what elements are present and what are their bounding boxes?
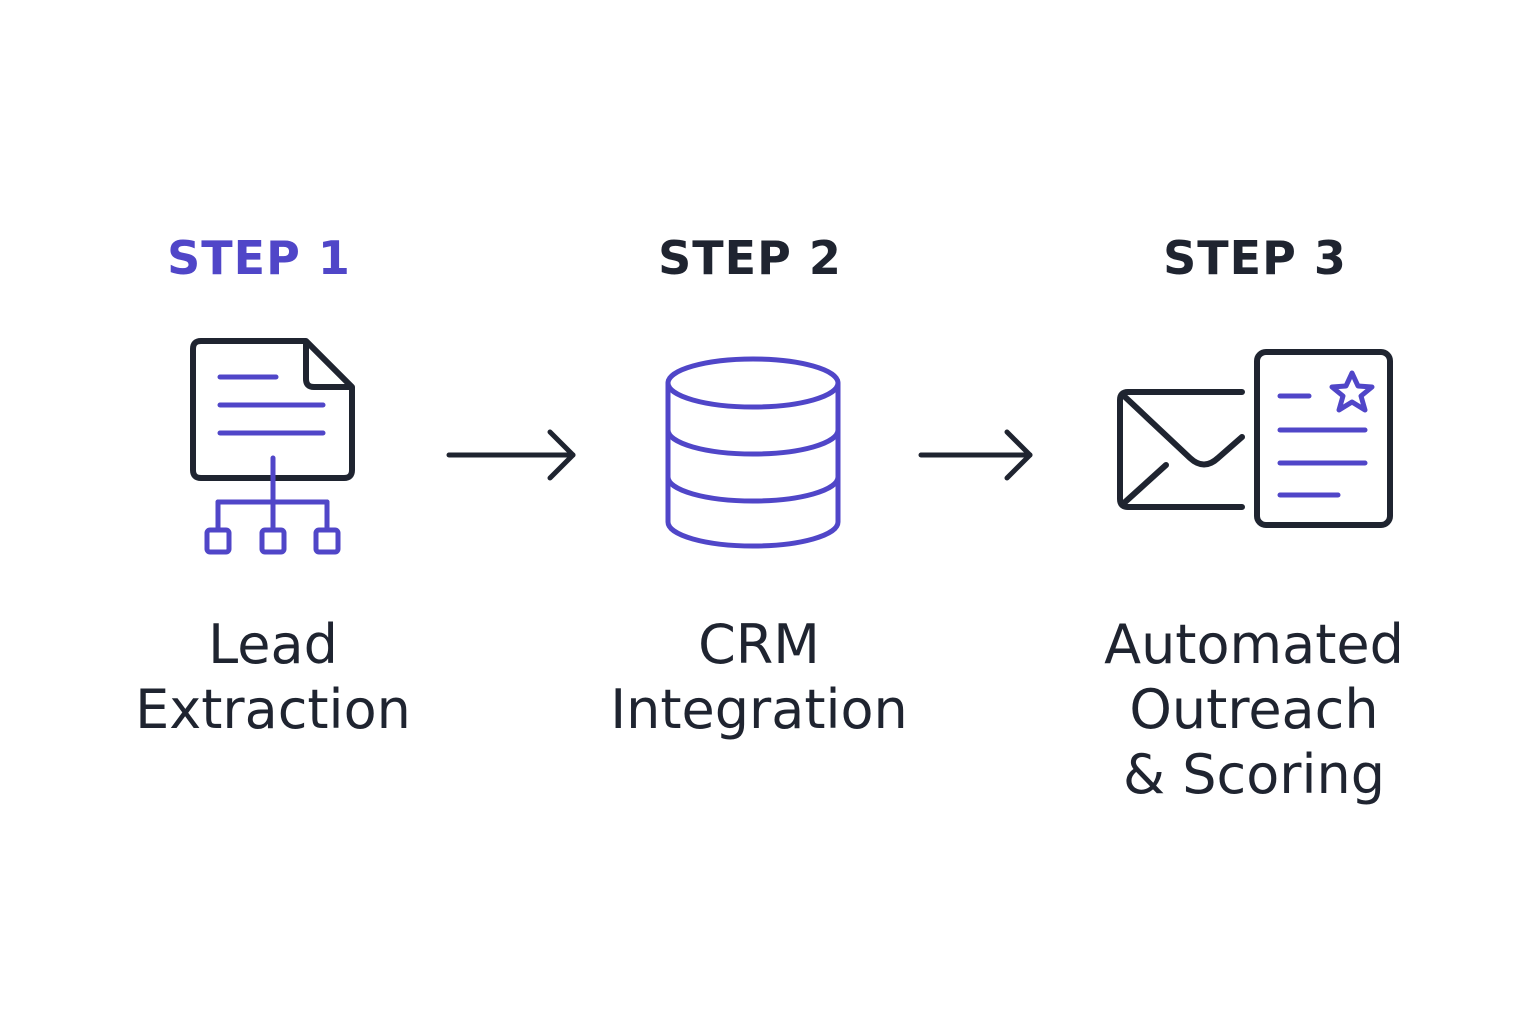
step-1-label-line-1: Lead [208,613,338,676]
database-icon [665,356,841,549]
step-3-label-line-2: Outreach [1129,678,1379,741]
step-2-heading: STEP 2 [658,231,842,285]
step-2-label-line-2: Integration [610,678,908,741]
step-3-label-line-1: Automated [1104,613,1404,676]
document-tree-icon [190,338,355,555]
star-icon [1329,370,1375,413]
document-outline [190,338,355,481]
envelope-starred-document-icon [1117,349,1393,528]
document-outline [1254,349,1393,528]
document-fold [303,341,352,390]
envelope-outline [1117,389,1245,510]
step-3-heading: STEP 3 [1163,231,1347,285]
arrow-right-icon [446,429,576,481]
step-2-label: CRM Integration [549,612,969,742]
step-2-label-line-1: CRM [698,613,820,676]
step-1-heading: STEP 1 [167,231,351,285]
step-1-label: Lead Extraction [63,612,483,742]
step-1-label-line-2: Extraction [135,678,411,741]
step-3-label-line-3: & Scoring [1123,743,1385,806]
step-3-label: Automated Outreach & Scoring [1044,612,1464,807]
envelope-flap [1121,393,1245,468]
arrow-right-icon [918,429,1033,481]
